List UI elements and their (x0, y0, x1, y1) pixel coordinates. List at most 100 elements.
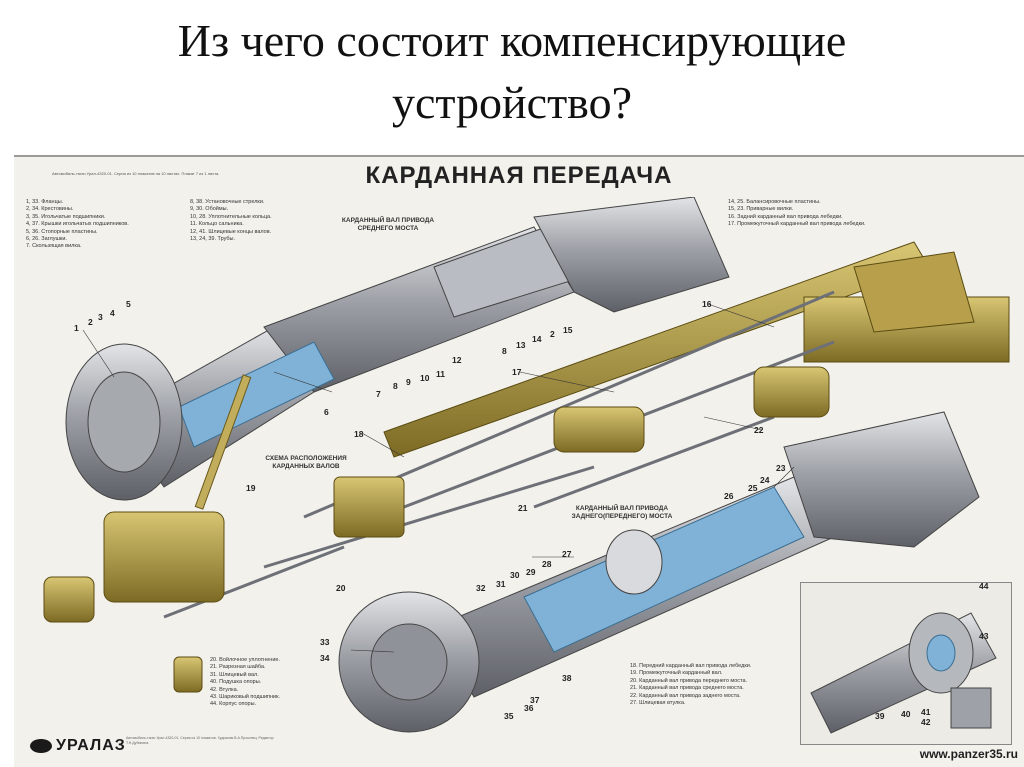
callout-22: 22 (754, 425, 764, 435)
slide-title: Из чего состоит компенсирующие устройств… (0, 10, 1024, 134)
callout-16: 16 (702, 299, 712, 309)
callout-30: 30 (510, 570, 520, 580)
ural-logo-text: УРАЛАЗ (56, 737, 126, 754)
callout-35: 35 (504, 711, 514, 721)
callout-12: 12 (452, 355, 462, 365)
callout-43: 43 (979, 631, 989, 641)
legend-item: 2, 34. Крестовины. (26, 206, 74, 213)
legend-item: 40. Подушка опоры. (210, 679, 262, 686)
legend-item: 1, 33. Фланцы. (26, 199, 64, 205)
callout-8-upper: 8 (502, 346, 507, 356)
callout-2: 2 (88, 317, 93, 327)
callout-15: 15 (563, 325, 573, 335)
legend-item: 27. Шлицевая втулка. (630, 700, 686, 707)
callout-33: 33 (320, 637, 330, 647)
callout-14: 14 (532, 334, 542, 344)
legend-right: 14, 25. Балансировочные пластины. 15, 23… (728, 199, 866, 229)
callout-41: 41 (921, 707, 931, 717)
bearing-support-inset: 44 43 39 40 41 42 (800, 581, 1012, 745)
legend-item: 44. Корпус опоры. (210, 701, 257, 708)
legend-item: 22. Карданный вал привода заднего моста. (630, 692, 741, 699)
legend-item: 16. Задний карданный вал привода лебедки… (728, 213, 843, 220)
callout-29: 29 (526, 567, 536, 577)
callout-20: 20 (336, 583, 346, 593)
legend-item: 4, 37. Крышки игольчатых подшипников. (26, 221, 129, 228)
poster-imprint: Автомобиль-тягач Урал-4320-01. Серия из … (126, 736, 274, 745)
legend-item: 11. Кольцо сальника. (190, 221, 244, 228)
callout-2-upper: 2 (550, 329, 555, 339)
legend-item: 42. Втулка. (210, 686, 239, 693)
callout-44: 44 (979, 581, 989, 591)
legend-item: 15, 23. Приварные вилки. (728, 206, 794, 213)
frame-rail (383, 241, 1010, 458)
callout-8: 8 (393, 381, 398, 391)
callout-42: 42 (921, 717, 931, 727)
callout-13: 13 (516, 340, 526, 350)
callout-36: 36 (524, 703, 534, 713)
callout-10: 10 (420, 373, 430, 383)
callout-24: 24 (760, 475, 770, 485)
legend-item: 17. Промежуточный карданный вал привода … (728, 221, 866, 228)
callout-40: 40 (901, 709, 911, 719)
ural-logo-icon (30, 738, 52, 753)
legend-bottom-left: 20. Войлочное уплотнение. 21. Разрезная … (210, 657, 280, 709)
callout-18: 18 (354, 429, 364, 439)
legend-item: 31. Шлицевый вал. (210, 671, 259, 678)
legend-item: 8, 38. Установочные стрелки. (190, 199, 265, 205)
poster-header-note: Автомобиль-тягач Урал-4320-01. Серия из … (52, 171, 220, 176)
slide-title-line-1: Из чего состоит компенсирующие (177, 15, 847, 66)
legend-item: 20. Войлочное уплотнение. (210, 657, 280, 663)
legend-item: 43. Шариковый подшипник. (210, 694, 281, 701)
callout-39: 39 (875, 711, 885, 721)
callout-21: 21 (518, 503, 528, 513)
callout-27: 27 (562, 549, 572, 559)
bearing-support-drawing (810, 612, 997, 734)
rear-axle-shaft (338, 411, 980, 733)
callout-6: 6 (324, 407, 329, 417)
poster-heading: КАРДАННАЯ ПЕРЕДАЧА (309, 157, 729, 197)
callout-17: 17 (512, 367, 522, 377)
cardan-drive-illustration (43, 196, 1010, 733)
legend-item: 18. Передний карданный вал привода лебед… (630, 663, 752, 669)
callout-7: 7 (376, 389, 381, 399)
legend-item: 13, 24, 39. Трубы. (190, 236, 236, 243)
legend-item: 14, 25. Балансировочные пластины. (728, 199, 821, 205)
legend-item: 9, 30. Обоймы. (190, 206, 229, 213)
watermark: www.panzer35.ru (919, 747, 1018, 761)
legend-item: 21. Разрезная шайба. (210, 664, 266, 671)
shaft-scheme-parts (43, 366, 830, 693)
callout-32: 32 (476, 583, 486, 593)
callout-1: 1 (74, 323, 79, 333)
legend-item: 12, 41. Шлицевые концы валов. (190, 228, 272, 235)
callout-34: 34 (320, 653, 330, 663)
legend-item: 19. Промежуточный карданный вал. (630, 670, 723, 677)
slide-title-line-2: устройство? (391, 77, 633, 128)
middle-axle-shaft (65, 196, 730, 510)
legend-item: 3, 35. Игольчатые подшипники. (26, 213, 106, 220)
caption-rear-axle-shaft: КАРДАННЫЙ ВАЛ ПРИВОДА ЗАДНЕГО(ПЕРЕДНЕГО)… (571, 505, 673, 520)
legend-item: 6, 26. Заглушки. (26, 236, 67, 243)
caption-middle-axle-shaft: КАРДАННЫЙ ВАЛ ПРИВОДА СРЕДНЕГО МОСТА (341, 217, 435, 232)
legend-item: 10, 28. Уплотнительные кольца. (190, 213, 272, 220)
legend-item: 21. Карданный вал привода среднего моста… (630, 685, 744, 692)
poster-image: КАРДАННАЯ ПЕРЕДАЧА Автомобиль-тягач Урал… (14, 155, 1024, 767)
callout-28: 28 (542, 559, 552, 569)
callout-19: 19 (246, 483, 256, 493)
callout-38: 38 (562, 673, 572, 683)
callout-9: 9 (406, 377, 411, 387)
caption-shaft-scheme: СХЕМА РАСПОЛОЖЕНИЯ КАРДАННЫХ ВАЛОВ (265, 455, 347, 470)
callout-37: 37 (530, 695, 540, 705)
callout-23: 23 (776, 463, 786, 473)
legend-item: 20. Карданный вал привода переднего мост… (630, 677, 748, 684)
callout-25: 25 (748, 483, 758, 493)
callout-3: 3 (98, 312, 103, 322)
callout-11: 11 (436, 369, 445, 379)
callout-31: 31 (496, 579, 506, 589)
legend-item: 7. Скользящая вилка. (26, 243, 82, 250)
legend-middle: 8, 38. Установочные стрелки. 9, 30. Обой… (190, 199, 272, 243)
ural-logo: УРАЛАЗ (30, 737, 126, 755)
legend-left: 1, 33. Фланцы. 2, 34. Крестовины. 3, 35.… (26, 199, 129, 251)
callout-4: 4 (110, 308, 115, 318)
legend-bottom-right: 18. Передний карданный вал привода лебед… (630, 663, 751, 707)
legend-item: 5, 36. Стопорные пластины. (26, 228, 98, 235)
